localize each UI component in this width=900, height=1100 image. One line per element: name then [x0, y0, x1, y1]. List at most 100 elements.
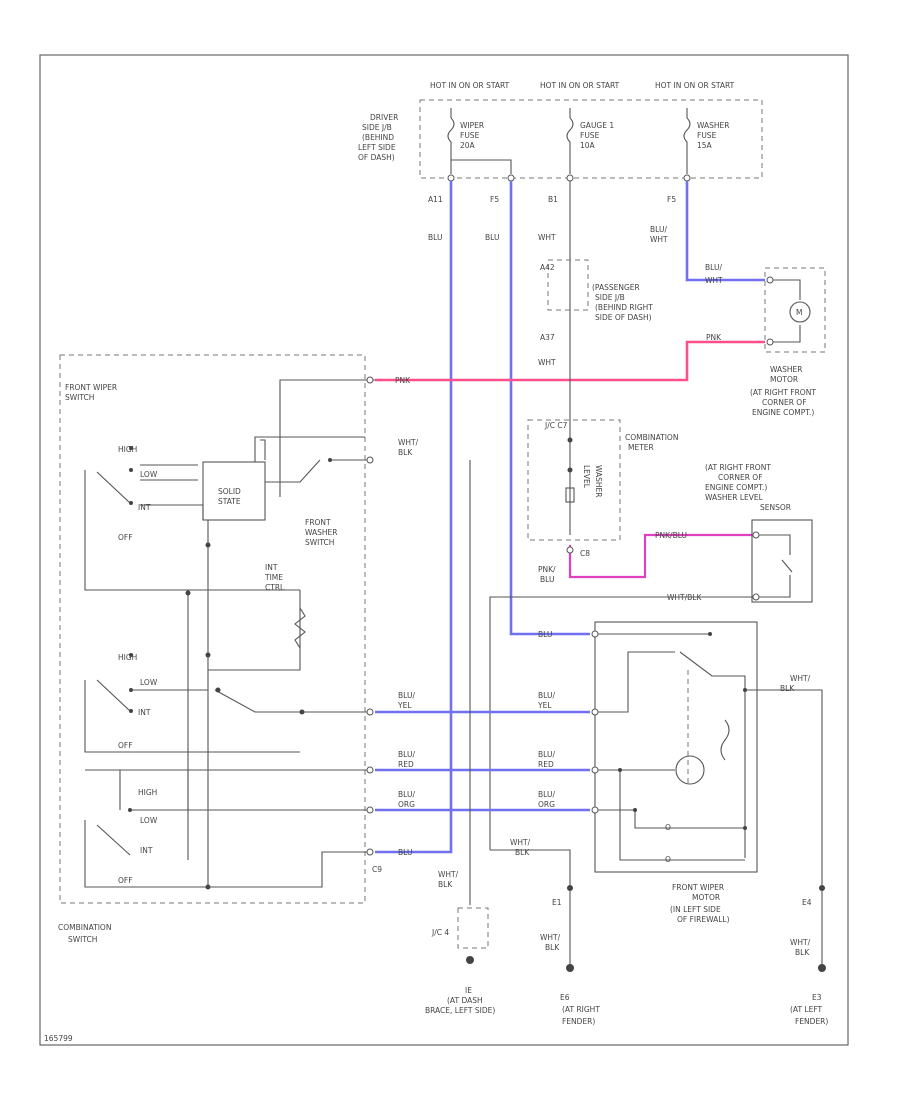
pin-label-b1: B1 — [548, 195, 558, 204]
washer-motor-outline — [764, 267, 826, 353]
front-washer-switch-label: FRONT — [305, 518, 331, 527]
e6-ground-wire — [490, 849, 571, 888]
label-off-2: OFF — [118, 741, 133, 750]
front-washer-switch-label-line: SWITCH — [305, 538, 334, 547]
pin-label-c9: C9 — [372, 865, 382, 874]
wire-label-blu-motor: BLU — [538, 630, 552, 639]
passenger-jb-outline — [547, 259, 589, 311]
passenger-jb-label-line: SIDE OF DASH) — [595, 313, 652, 322]
solid-state-label-line: STATE — [218, 497, 241, 506]
blu-wire-a11 — [375, 181, 453, 854]
label-low-1: LOW — [140, 470, 158, 479]
jc4-outline — [457, 907, 489, 949]
passenger-jb-label: (PASSENGER — [592, 283, 640, 292]
wiper-switch-rail-1 — [84, 470, 300, 591]
wire-label-blu-org-1: BLU/ — [398, 790, 415, 799]
wire-label-wht-blk-e4-line: BLK — [795, 948, 810, 957]
wire-label-wht-blk-e4: WHT/ — [790, 938, 811, 947]
washer-motor-leads — [773, 279, 801, 343]
label-high-2: HIGH — [118, 653, 137, 662]
sensor-pin-1 — [752, 531, 760, 539]
pin-label-f5-washer: F5 — [667, 195, 676, 204]
wire-label-pnk-blu: PNK/BLU — [655, 531, 687, 540]
label-low-3: LOW — [140, 816, 158, 825]
int-time-ctrl-label-line: CTRL — [265, 583, 285, 592]
ground-e6-location-line: FENDER) — [562, 1017, 595, 1026]
junction-dot — [633, 808, 637, 812]
int-time-ctrl-label-line: TIME — [264, 573, 283, 582]
label-high-3: HIGH — [138, 788, 157, 797]
label-off-1: OFF — [118, 533, 133, 542]
ground-e3-location-line: FENDER) — [795, 1017, 828, 1026]
front-wiper-switch: FRONT WIPER SWITCH WHT/ BLK FRONT WASHER… — [58, 354, 419, 944]
switch-pin — [366, 708, 374, 716]
wire-label-blu-c9: BLU — [398, 848, 412, 857]
wiper-fuse-rating: 20A — [460, 141, 476, 150]
combination-switch-label-line: SWITCH — [68, 935, 97, 944]
washer-level-sensor-location: (AT RIGHT FRONT — [705, 463, 771, 472]
label-int-1: INT — [138, 503, 151, 512]
front-wiper-motor: O O WHT/ BLK FRONT WIPER MOTOR (IN LEFT … — [591, 621, 823, 924]
label-int-3: INT — [140, 846, 153, 855]
fuse-box-location-line: (BEHIND — [362, 133, 394, 142]
washer-level-indicator-label: WASHER — [594, 465, 603, 498]
combination-switch-outline — [59, 354, 366, 904]
wire-label-pnk-blu-split: PNK/ — [538, 565, 556, 574]
solid-state-module — [202, 461, 266, 521]
junction-dot — [743, 688, 747, 692]
junction-dot — [618, 768, 622, 772]
wiper-ctrl-wires-2 — [131, 689, 370, 713]
wire-label-wht-blk-1: WHT/ — [398, 438, 419, 447]
junction-dot — [205, 652, 211, 658]
float-switch-icon — [759, 534, 793, 598]
meter-node-2 — [567, 467, 573, 473]
wiper-motor-location-line: OF FIREWALL) — [677, 915, 730, 924]
ground-e3-location: (AT LEFT — [790, 1005, 823, 1014]
wiper-motor-wires — [598, 769, 745, 861]
wire-label-pnk-blu-split-line: BLU — [540, 575, 554, 584]
ground-e3-icon — [818, 964, 826, 972]
junction-dot — [299, 709, 305, 715]
wiper-switch-blade-2 — [96, 679, 131, 712]
combination-meter: J/C C7 COMBINATION METER WASHER LEVEL C8… — [527, 419, 678, 584]
wire-label-wht-2: WHT — [538, 358, 556, 367]
switch-contact-node — [129, 688, 133, 692]
wiper-switch-blade-1 — [96, 471, 131, 504]
junction-dot — [708, 632, 712, 636]
ground-e6-label: E6 — [560, 993, 570, 1002]
hot-label-wiper: HOT IN ON OR START — [430, 81, 510, 90]
pnk-wire — [375, 340, 765, 382]
grounds: WHT/ BLK J/C 4 IE (AT DASH BRACE, LEFT S… — [425, 460, 828, 1026]
washer-level-sensor: (AT RIGHT FRONT CORNER OF ENGINE COMPT.)… — [489, 463, 813, 850]
wire-label-pnk-2: PNK — [395, 376, 411, 385]
switch-contact-node — [128, 808, 132, 812]
wiper-motor-location: (IN LEFT SIDE — [670, 905, 721, 914]
front-wiper-switch-label: FRONT WIPER — [65, 383, 117, 392]
wire-label-blu-yel-1: BLU/ — [398, 691, 415, 700]
wiper-ctrl-wires-1 — [140, 464, 204, 520]
fuse-box-location: DRIVER — [370, 113, 398, 122]
ground-terminal — [819, 885, 825, 891]
wire-label-wht: WHT — [538, 233, 556, 242]
wire-label-wht-blk-motor-line: BLK — [780, 684, 795, 693]
motor-ground-wire — [757, 689, 823, 885]
ground-ie-location: (AT DASH — [447, 996, 483, 1005]
combination-meter-label-line: METER — [628, 443, 654, 452]
switch-pin-pnk — [366, 376, 374, 384]
pin-a11 — [447, 174, 455, 182]
junction-dot — [185, 590, 191, 596]
wire-label-wht-blk-e6: WHT/ — [510, 838, 531, 847]
wire-label-blu-wht-line: WHT — [650, 235, 668, 244]
washer-switch-node — [328, 458, 332, 462]
washer-level-sensor-location-line: CORNER OF — [718, 473, 763, 482]
wire-label-blu-yel-1-line: YEL — [397, 701, 412, 710]
fuse-box-location-line: LEFT SIDE — [358, 143, 396, 152]
solid-state-label: SOLID — [218, 487, 241, 496]
washer-level-sensor-label-line: SENSOR — [760, 503, 791, 512]
wiper-motor-icon — [675, 755, 705, 785]
pin-label-a42: A42 — [540, 263, 555, 272]
wiper-fuse-icon — [447, 108, 455, 174]
jc4-label: J/C 4 — [431, 928, 449, 937]
wire-label-wht-blk-e1: WHT/ — [540, 933, 561, 942]
wiper-ctrl-wires-3 — [96, 769, 370, 856]
